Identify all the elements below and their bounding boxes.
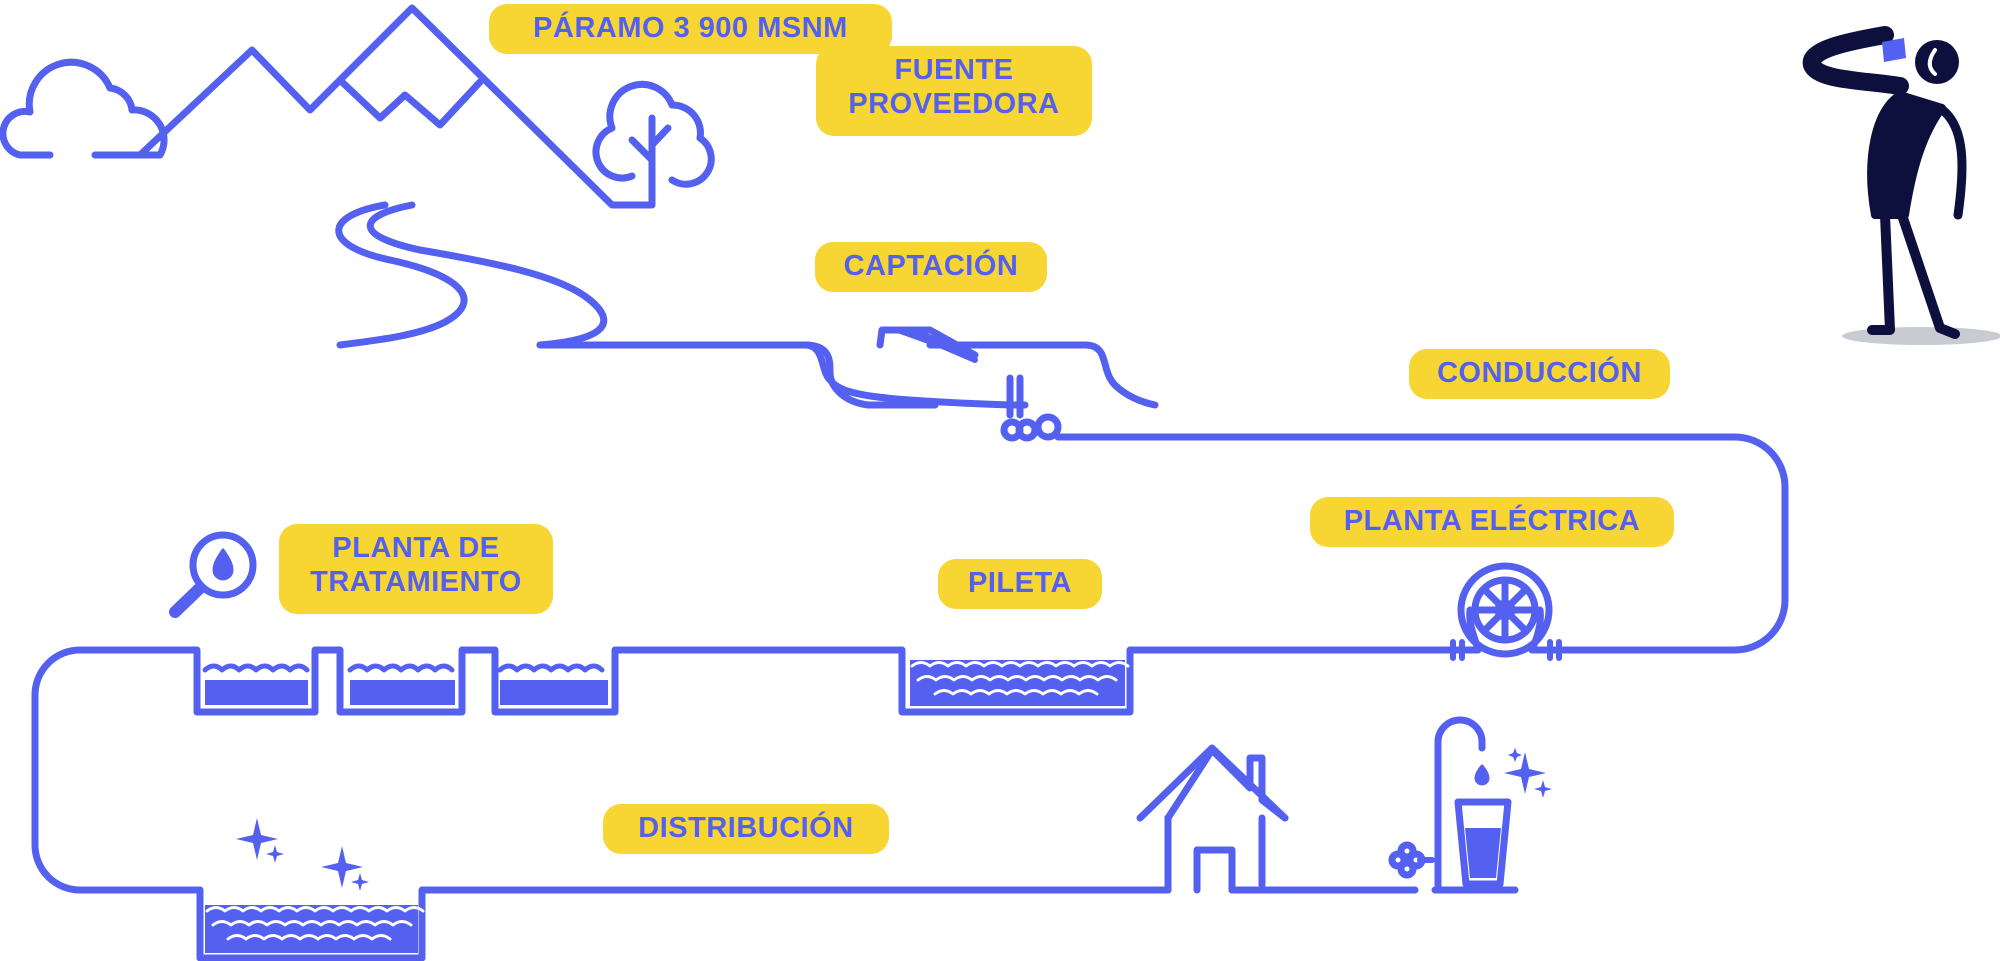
water-wheel-icon <box>1450 562 1562 661</box>
person-drinking-icon <box>1802 26 2000 345</box>
label-planta-electrica: PLANTA ELÉCTRICA <box>1310 497 1674 547</box>
label-planta-tratamiento: PLANTA DE TRATAMIENTO <box>279 524 553 614</box>
tree-icon <box>592 80 715 209</box>
magnifier-drop-icon <box>169 531 257 618</box>
dam-icon <box>536 326 1159 419</box>
glass-icon <box>1454 798 1512 888</box>
valve-icon <box>1000 413 1062 442</box>
label-distribucion: DISTRIBUCIÓN <box>603 804 889 854</box>
label-fuente-proveedora: FUENTE PROVEEDORA <box>816 46 1092 136</box>
label-paramo: PÁRAMO 3 900 MSNM <box>489 4 892 54</box>
tank-icon <box>205 905 425 953</box>
label-conduccion: CONDUCCIÓN <box>1409 349 1670 399</box>
mountain-icon <box>136 4 654 209</box>
sparkle-icon <box>236 748 1552 891</box>
river-icon <box>335 201 608 349</box>
label-captacion: CAPTACIÓN <box>815 242 1047 292</box>
faucet-icon <box>1388 716 1490 894</box>
pipe-line <box>31 433 1789 961</box>
label-pileta: PILETA <box>938 559 1102 609</box>
tank-icon <box>910 660 1130 706</box>
house-roof <box>1136 744 1289 822</box>
tank-icon <box>202 663 608 705</box>
cloud-icon <box>0 58 168 159</box>
